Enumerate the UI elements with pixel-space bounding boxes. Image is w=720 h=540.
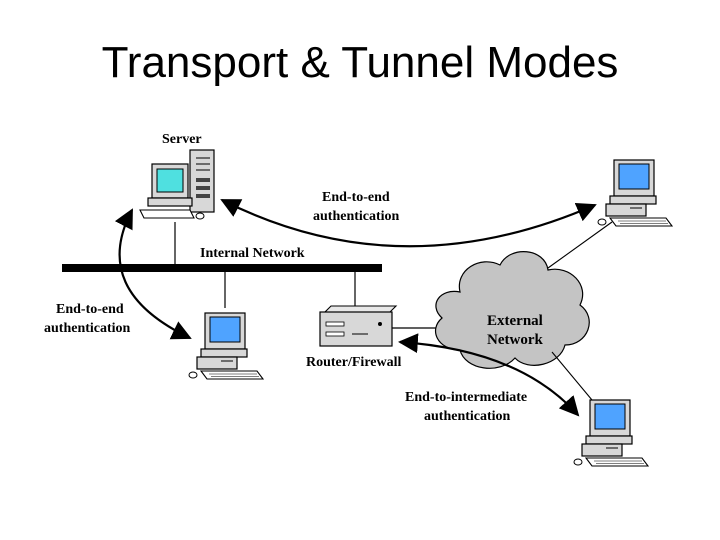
external-network-label-line1: External — [487, 313, 543, 329]
e2i-label-line2: authentication — [424, 409, 511, 424]
e2e-left-label-line1: End-to-end — [56, 302, 124, 317]
slide-title: Transport & Tunnel Modes — [101, 38, 619, 87]
router-icon — [319, 305, 398, 347]
server-label: Server — [162, 132, 202, 147]
router-firewall-label: Router/Firewall — [306, 355, 401, 370]
e2i-label-line1: End-to-intermediate — [405, 390, 527, 405]
server-icon — [139, 149, 215, 220]
cloud-bottom-link — [551, 351, 593, 401]
e2e-left-label-line2: authentication — [44, 321, 131, 336]
workstation-icon — [188, 312, 264, 380]
e2e-top-label-line1: End-to-end — [322, 190, 390, 205]
external-network-label-line2: Network — [487, 332, 543, 348]
internal-network-label: Internal Network — [200, 246, 305, 261]
e2e-top-arrow — [220, 199, 597, 248]
e2e-top-label-line2: authentication — [313, 209, 400, 224]
workstation-icon — [573, 399, 649, 467]
workstation-icon — [597, 159, 673, 227]
cloud-top-link — [547, 221, 613, 269]
e2i-arrow — [398, 333, 580, 417]
internal-network-bus — [62, 264, 382, 272]
e2e-left-arrow — [114, 208, 192, 340]
